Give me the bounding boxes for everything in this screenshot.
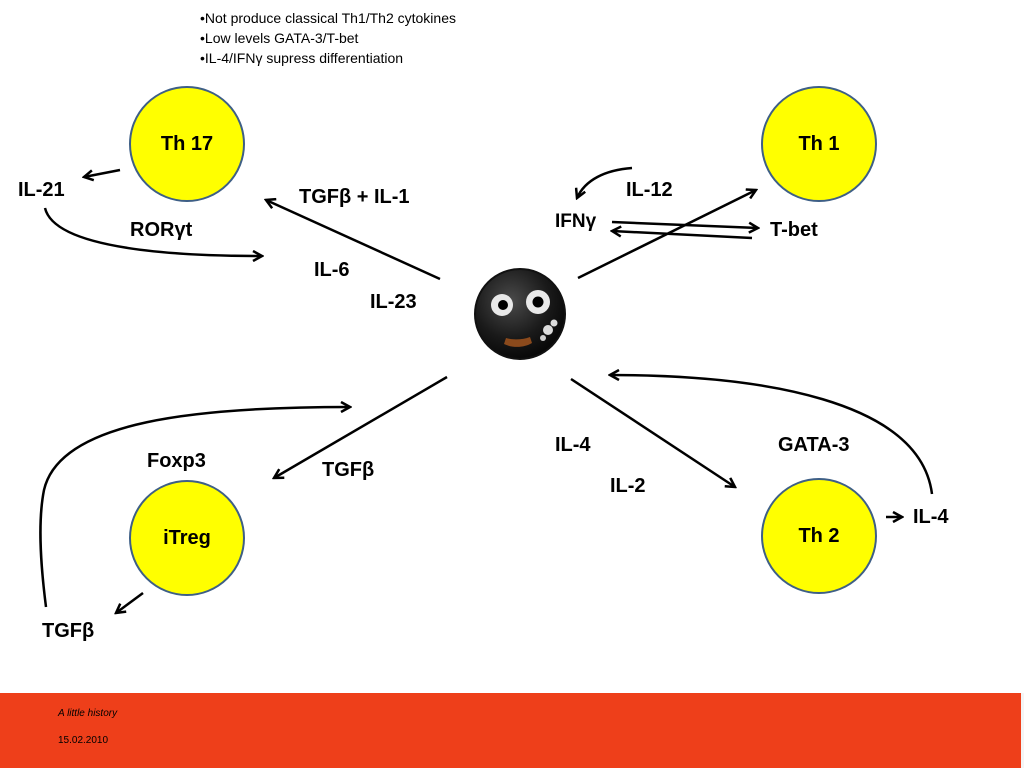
arrow-tbet-ifng	[612, 231, 753, 240]
footer-date: 15.02.2010	[58, 735, 109, 746]
diagram-arrows	[39, 166, 934, 690]
footer-divider	[1021, 693, 1024, 768]
note-item: Not produce classical Th1/Th2 cytokines	[200, 8, 456, 28]
label-gata3: GATA-3	[778, 434, 850, 456]
arrow-itreg-tgfb	[116, 591, 144, 613]
label-foxp3: Foxp3	[147, 450, 206, 472]
footer-bar: A little history 15.02.2010	[0, 693, 1022, 768]
label-tgfb-center: TGFβ	[322, 459, 375, 481]
arrow-il12-ifng	[577, 166, 633, 198]
arrow-th17-il21	[84, 168, 121, 177]
arrow-tgfb-loop	[39, 407, 350, 608]
label-il4-right: IL-4	[913, 506, 949, 528]
notes-list: Not produce classical Th1/Th2 cytokines …	[200, 8, 456, 68]
cell-th17: Th 17	[129, 86, 245, 202]
label-il4-left: IL-4	[555, 434, 591, 456]
naive-t-cell-icon	[474, 268, 566, 360]
arrow-il21-roryt	[43, 207, 262, 256]
arrow-center-itreg	[274, 375, 448, 478]
label-tbet: T-bet	[770, 219, 818, 241]
arrow-ifng-tbet	[611, 220, 758, 228]
label-il2: IL-2	[610, 475, 646, 497]
arrow-center-th17	[266, 200, 441, 281]
footer-subtitle: A little history	[58, 708, 118, 719]
label-roryt: RORγt	[130, 219, 193, 241]
label-tgfb-il1: TGFβ + IL-1	[299, 186, 410, 208]
arrow-il4-center	[610, 375, 934, 495]
label-il21: IL-21	[18, 179, 65, 201]
label-tgfb-bottom: TGFβ	[42, 620, 95, 642]
note-item: IL-4/IFNγ supress differentiation	[200, 48, 456, 68]
arrow-center-th2	[570, 377, 735, 487]
note-item: Low levels GATA-3/T-bet	[200, 28, 456, 48]
cell-th2: Th 2	[761, 478, 877, 594]
cell-th1: Th 1	[761, 86, 877, 202]
label-il6: IL-6	[314, 259, 350, 281]
cell-itreg: iTreg	[129, 480, 245, 596]
label-il12: IL-12	[626, 179, 673, 201]
label-il23: IL-23	[370, 291, 417, 313]
label-ifng: IFNγ	[555, 211, 597, 232]
